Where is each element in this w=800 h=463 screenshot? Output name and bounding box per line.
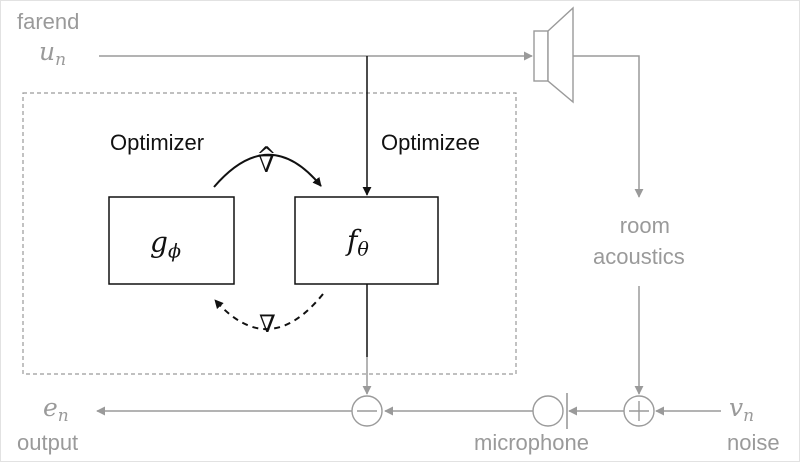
output-label: output <box>17 430 79 455</box>
optimizee-function-symbol: fθ <box>347 224 369 261</box>
optimizer-block-g-phi <box>108 196 235 285</box>
estimated-gradient-symbol: ^∇ <box>256 144 276 178</box>
room-acoustics-line2: acoustics <box>593 243 685 269</box>
optimizee-label: Optimizee <box>381 130 481 155</box>
gradient-nabla: ∇ <box>258 150 275 178</box>
gradient-feedback-curve-arrow <box>214 293 324 331</box>
farend-signal-symbol: un <box>39 37 67 71</box>
noise-signal-symbol: vn <box>729 393 755 427</box>
microphone-label: microphone <box>474 430 589 455</box>
room-acoustics-line1: room <box>619 213 670 238</box>
farend-label: farend <box>17 9 80 34</box>
speaker-to-room-line <box>573 55 644 198</box>
optimizer-function-symbol: gϕ <box>150 226 181 263</box>
error-signal-symbol: en <box>43 393 69 427</box>
learned-optimizer-enclosure <box>22 92 517 375</box>
noise-label: noise <box>727 430 780 455</box>
microphone-icon <box>532 393 568 429</box>
gradient-hat: ^ <box>256 142 277 171</box>
update-curve-arrow <box>213 153 322 188</box>
loudspeaker-icon <box>533 6 574 104</box>
room-acoustics-label: room acoustics <box>593 211 685 273</box>
optimizee-block-f-theta <box>294 196 439 285</box>
true-gradient-symbol: ∇ <box>259 310 276 338</box>
optimizer-label: Optimizer <box>110 130 205 155</box>
